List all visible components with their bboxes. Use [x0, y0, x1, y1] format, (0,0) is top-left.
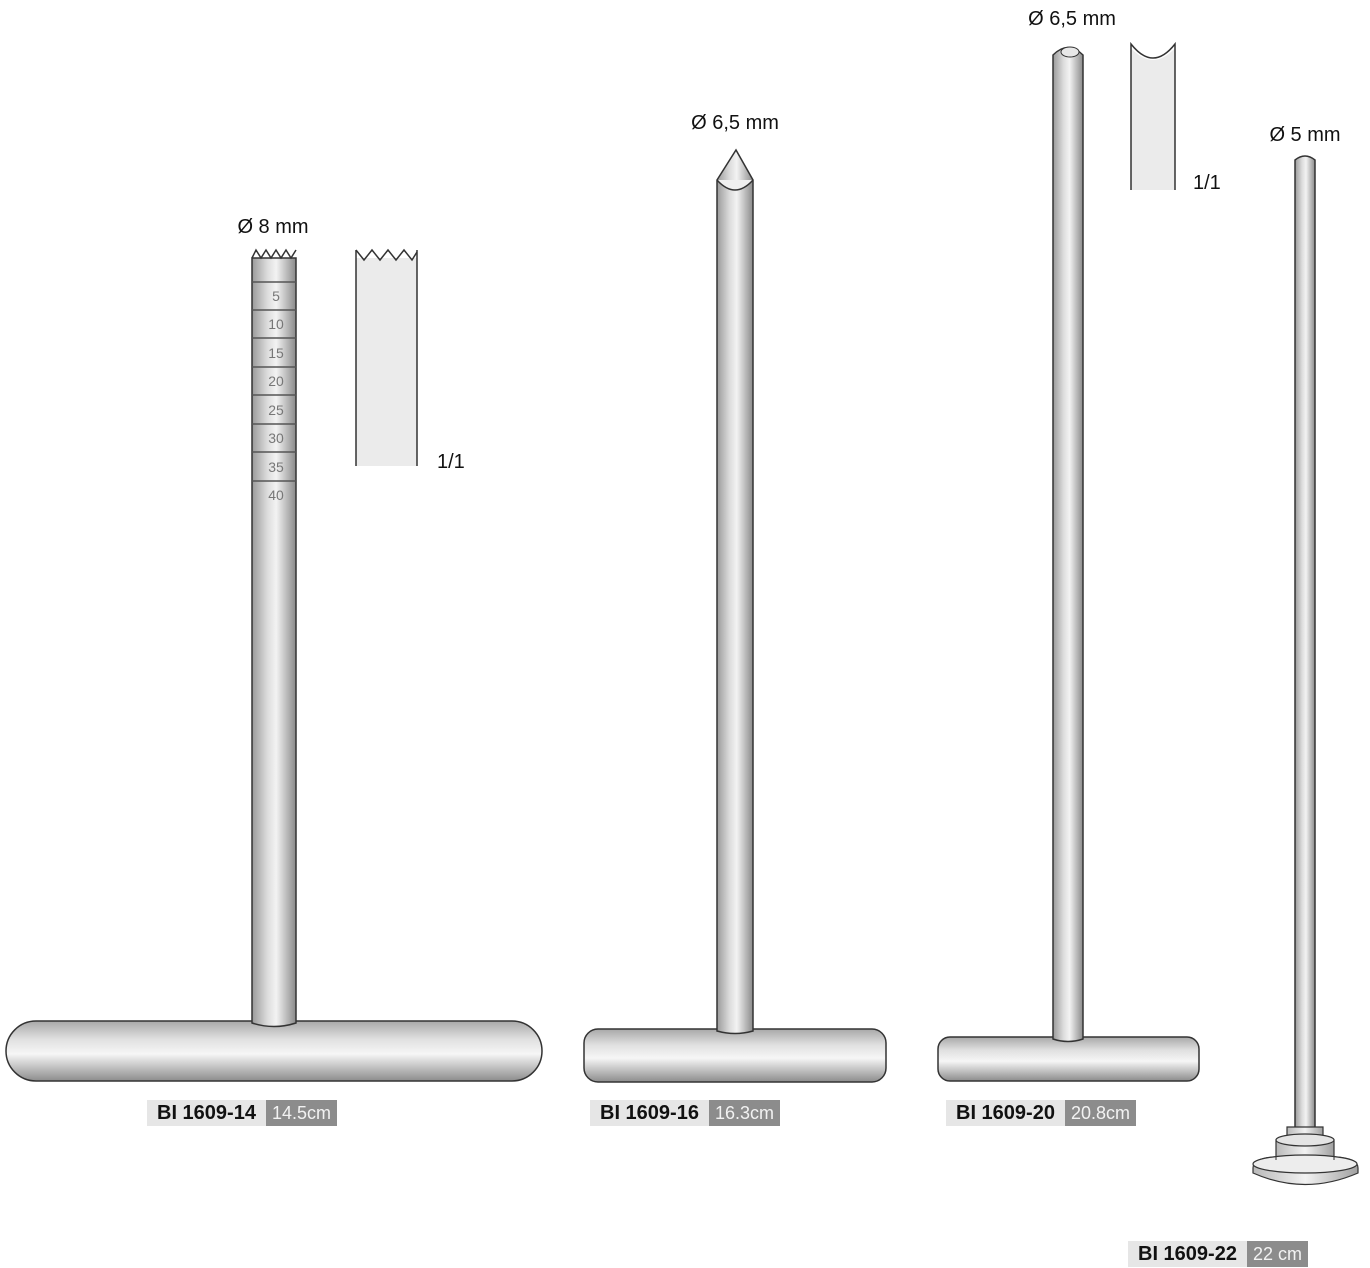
product-length: 14.5cm [265, 1100, 337, 1126]
product-label-bi-1609-20: BI 1609-20 20.8cm [946, 1100, 1136, 1126]
product-length: 22 cm [1246, 1241, 1308, 1267]
mark-15: 15 [268, 345, 284, 361]
diameter-label: Ø 6,5 mm [691, 112, 779, 134]
product-code: BI 1609-22 [1128, 1241, 1247, 1267]
detail-1-1 [1130, 41, 1176, 190]
instrument-bi-1609-14: 5 10 15 20 25 30 35 40 Ø 8 mm 1/1 [5, 216, 543, 1082]
mark-10: 10 [268, 316, 284, 332]
product-code: BI 1609-14 [147, 1100, 266, 1126]
t-handle [583, 1028, 887, 1083]
diameter-label: Ø 5 mm [1269, 124, 1340, 146]
product-length: 20.8cm [1064, 1100, 1136, 1126]
t-handle [5, 1020, 543, 1082]
product-code: BI 1609-16 [590, 1100, 709, 1126]
shaft [1052, 46, 1084, 1043]
mark-25: 25 [268, 402, 284, 418]
instrument-bi-1609-16: Ø 6,5 mm [583, 112, 887, 1083]
diameter-label: Ø 8 mm [237, 216, 308, 238]
product-label-bi-1609-14: BI 1609-14 14.5cm [147, 1100, 337, 1126]
shaft [251, 257, 297, 1028]
shaft [716, 148, 754, 1035]
product-code: BI 1609-20 [946, 1100, 1065, 1126]
t-handle [937, 1036, 1200, 1082]
mark-40: 40 [268, 487, 284, 503]
serrated-tip [251, 248, 297, 260]
instrument-bi-1609-20: Ø 6,5 mm 1/1 [937, 8, 1221, 1082]
product-label-bi-1609-22: BI 1609-22 22 cm [1128, 1241, 1308, 1267]
detail-1-1 [355, 250, 418, 466]
shaft [1294, 155, 1316, 1131]
mark-20: 20 [268, 373, 284, 389]
mark-30: 30 [268, 430, 284, 446]
scale-label: 1/1 [1193, 172, 1221, 194]
instrument-bi-1609-22: Ø 5 mm [1252, 124, 1359, 1186]
knob [1252, 1126, 1359, 1186]
diameter-label: Ø 6,5 mm [1028, 8, 1116, 30]
mark-35: 35 [268, 459, 284, 475]
product-length: 16.3cm [708, 1100, 780, 1126]
scale-label: 1/1 [437, 451, 465, 473]
product-label-bi-1609-16: BI 1609-16 16.3cm [590, 1100, 780, 1126]
mark-5: 5 [272, 288, 280, 304]
